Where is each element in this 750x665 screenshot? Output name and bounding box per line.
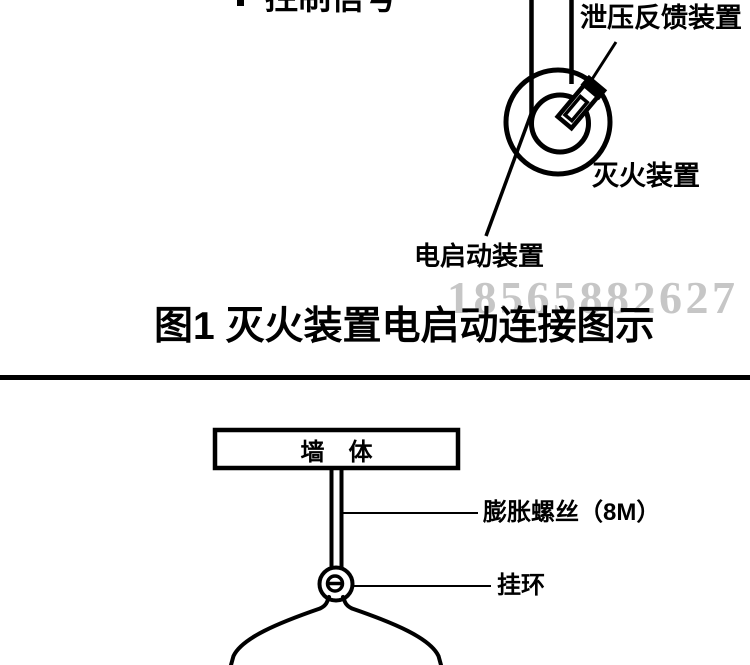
cutoff-stroke-mark	[237, 0, 244, 6]
figure1-caption: 图1 灭火装置电启动连接图示	[154, 305, 655, 348]
figure1-line-art	[237, 0, 618, 237]
hanging-ring-label: 挂环	[497, 572, 545, 599]
figure2-line-art	[212, 427, 491, 665]
cylinder-shoulder-right	[341, 595, 443, 665]
control-signal-label: 控制信号	[265, 0, 397, 16]
extinguisher-outer-circle	[503, 67, 613, 177]
extinguisher-label: 灭火装置	[592, 161, 700, 191]
cylinder-shoulder-left	[229, 595, 331, 665]
wall-label: 墙 体	[300, 438, 373, 466]
section-divider	[0, 375, 750, 380]
starter-leader-line	[484, 113, 533, 237]
wall-rect	[212, 427, 461, 471]
relief-device-label: 泄压反馈装置	[580, 3, 742, 33]
expansion-screw-label: 膨胀螺丝（8M）	[483, 499, 661, 526]
starter-label: 电启动装置	[414, 241, 545, 271]
relief-leader-line	[587, 41, 618, 85]
relief-device-shape	[554, 74, 608, 132]
